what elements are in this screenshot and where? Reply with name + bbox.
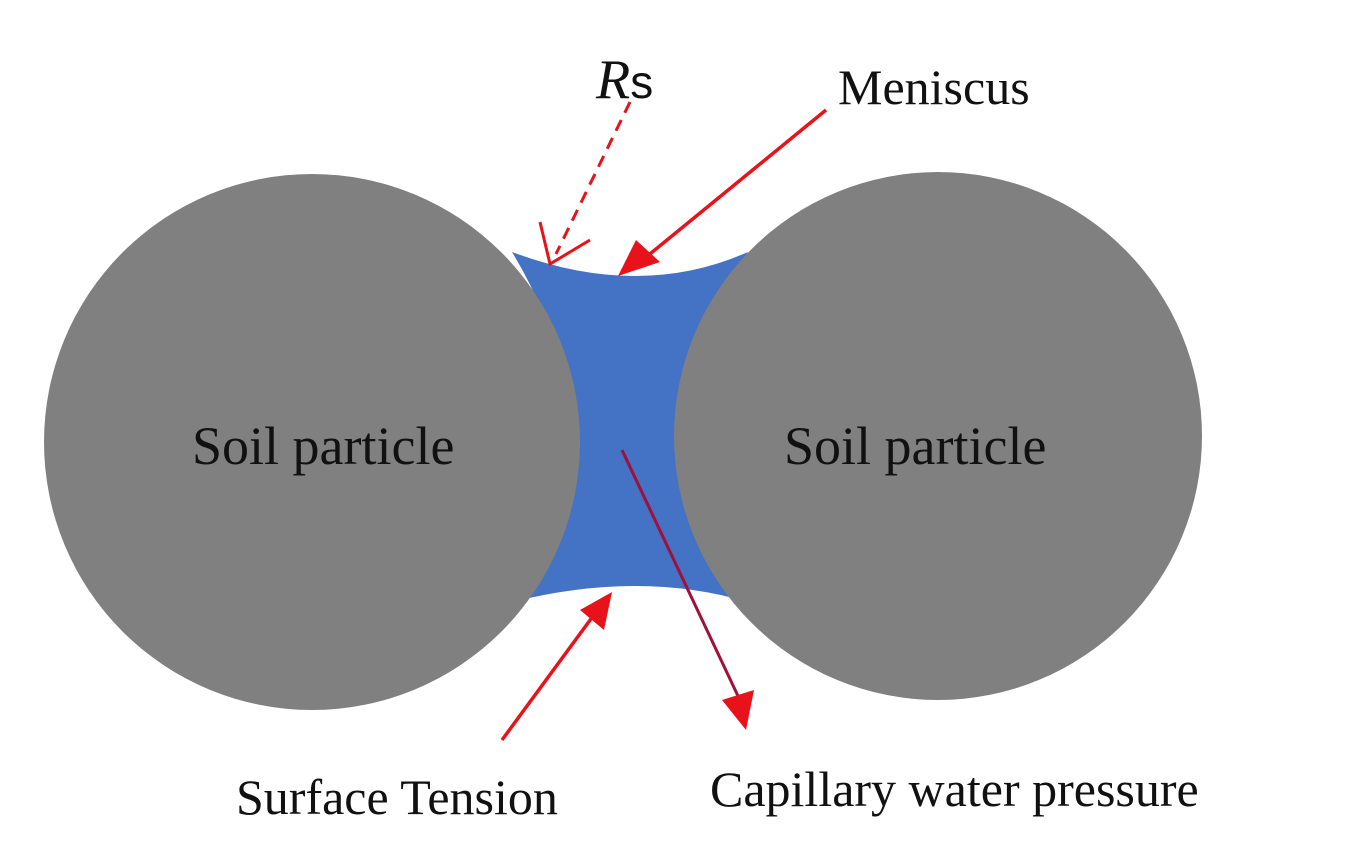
rs-symbol: R — [595, 49, 630, 111]
surface-tension-arrow — [500, 610, 598, 742]
surface-tension-label: Surface Tension — [236, 769, 558, 825]
left-soil-particle — [44, 174, 580, 710]
rs-dashed-arrow — [554, 101, 632, 255]
right-particle-label: Soil particle — [784, 416, 1046, 476]
capillary-pressure-arrowhead — [722, 690, 754, 730]
meniscus-label: Meniscus — [838, 59, 1030, 115]
rs-label: Rs — [595, 49, 653, 111]
meniscus-arrowhead — [618, 240, 660, 276]
meniscus-arrow — [643, 108, 828, 260]
left-particle-label: Soil particle — [192, 416, 454, 476]
surface-tension-arrowhead — [580, 592, 612, 630]
rs-subscript: s — [630, 56, 653, 108]
capillary-pressure-arrow — [620, 449, 740, 697]
right-soil-particle — [674, 172, 1202, 700]
rs-dashed-arrowhead — [538, 221, 591, 267]
capillary-pressure-label: Capillary water pressure — [710, 761, 1199, 817]
